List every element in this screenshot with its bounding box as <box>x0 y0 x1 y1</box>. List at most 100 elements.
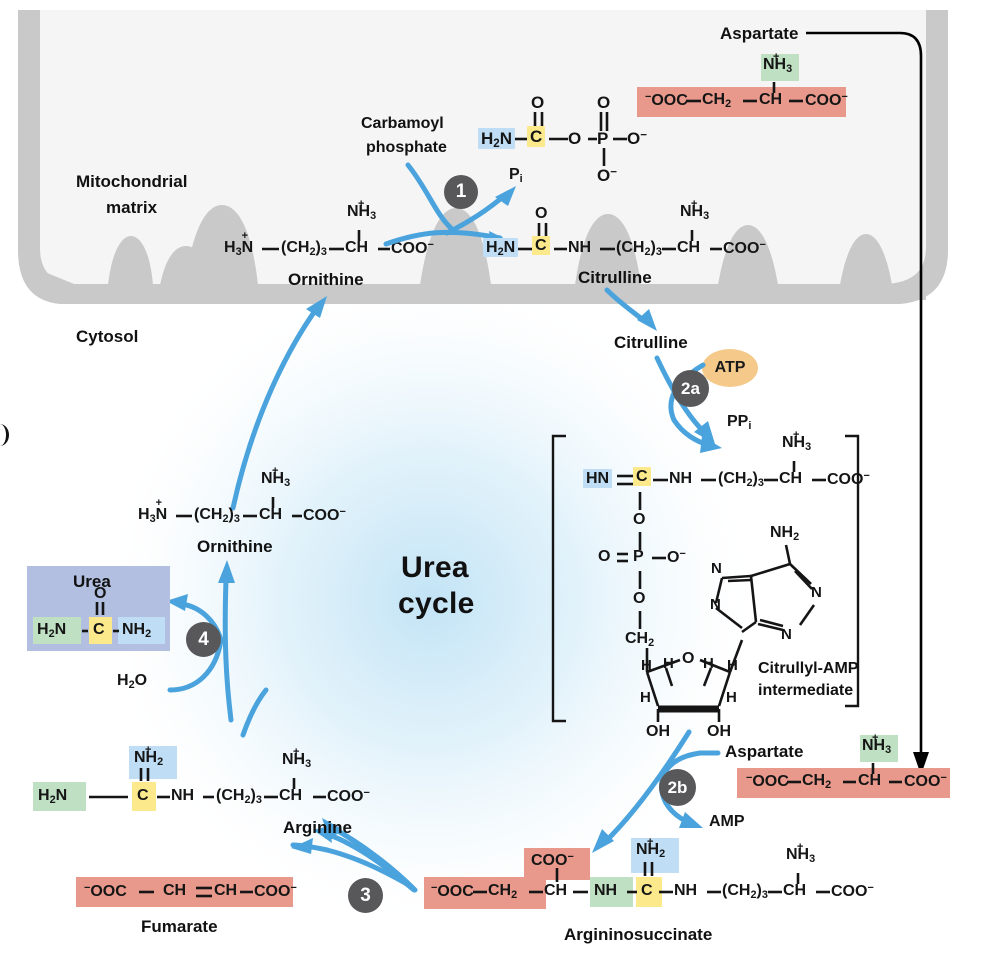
fumarate-ch-right: CH <box>214 882 238 899</box>
urea-c: C <box>93 621 105 638</box>
asp2-coo-atom: COO <box>904 773 941 791</box>
arginine-ch: CH <box>279 787 303 804</box>
arg-coo-charge: − <box>363 787 370 799</box>
fum-ooc-left-charge: − <box>84 882 91 894</box>
citrulline-matrix-c: C <box>532 236 550 255</box>
arginine-h2n: H2N <box>38 787 67 806</box>
citrullyl-o2: O <box>633 590 646 607</box>
aspartate-ooc-atom: OOC <box>651 92 688 110</box>
argininosuccinate-nh2-highlight <box>631 838 679 873</box>
h2n-h: H <box>481 129 494 148</box>
adenine-n9: N <box>710 596 721 613</box>
ribose-oh-left: OH <box>646 723 670 740</box>
carbamoyl-c-atom: C <box>527 126 546 147</box>
arginine-nh3: +NH3 <box>282 746 311 770</box>
citrullyl-ch2-close: ) <box>752 470 758 487</box>
argsucc-ooc-charge: − <box>431 882 438 894</box>
urea-h2n-highlight <box>33 617 81 644</box>
urea-nh2: NH2 <box>122 621 151 640</box>
argsucc-nh2: +NH2 <box>636 836 665 860</box>
citrullyl-ch2-sub: 2 <box>746 477 753 490</box>
carbamoyl-p: P <box>597 129 609 148</box>
asp2-ooc-atom: OOC <box>752 773 789 791</box>
aspartate-top-ch: CH <box>759 91 783 108</box>
asp2-nh3-sub: 3 <box>885 744 892 757</box>
o-right-atom: O <box>627 129 641 148</box>
arginine-c-highlight <box>132 782 156 811</box>
aspartate-top-nh3: +NH3 <box>763 51 792 75</box>
urea-nh2-sub: 2 <box>145 628 152 641</box>
carbamoyl-c: C <box>527 126 546 147</box>
aspartate-nh3-charge: + <box>773 51 780 63</box>
argsucc-ch2-sub: 2 <box>511 889 518 902</box>
atp-label: ATP <box>714 359 746 376</box>
arg-h2n-h: H <box>38 787 50 804</box>
asp2-ch2-sub: 2 <box>825 779 832 792</box>
ribose-h-mid-right: H <box>703 655 714 672</box>
argsucc-nh2-atom: NH <box>636 841 660 858</box>
urea-h2n-h: H <box>37 621 49 638</box>
cit-n: N <box>503 239 516 256</box>
carbamoyl-o-bottom: O− <box>597 166 617 186</box>
urea-o: O <box>94 585 107 602</box>
arg-coo-atom: COO <box>327 788 364 806</box>
cytosol-label: Cytosol <box>76 327 139 346</box>
water-h: H <box>117 672 129 689</box>
aspartate-bottom-label: Aspartate <box>725 742 804 761</box>
citrullyl-c-atom: C <box>633 467 651 486</box>
step-1-label: 1 <box>455 181 467 202</box>
argsucc-coo-top: COO− <box>531 851 574 870</box>
aspartate-bottom-ooc: −OOC <box>746 772 789 791</box>
citrullyl-p: P <box>633 548 644 565</box>
water-o: O <box>134 672 148 689</box>
carbamoyl-o-right: O− <box>627 129 647 149</box>
arg-ch23-n: 3 <box>255 794 262 807</box>
orn-nh3-sub: 3 <box>370 210 377 223</box>
argsucc-coo-top-atom: COO <box>531 852 568 870</box>
argsucc-c: C <box>641 882 653 899</box>
pi-sub: i <box>519 173 523 186</box>
aspartate-coo-atom: COO <box>805 92 842 110</box>
citrullyl-nh: NH <box>669 470 693 487</box>
asp2-nh3-atom: NH <box>862 737 886 754</box>
arg-nh3-charge: + <box>293 746 300 758</box>
citrullyl-coo: COO− <box>827 470 870 489</box>
argsucc-ch: CH <box>544 882 568 899</box>
citrullyl-nh3-atom: NH <box>782 434 806 451</box>
citrullyl-nh3: +NH3 <box>782 429 811 453</box>
ornithine-cytosol-ch2: (CH2)3 <box>194 506 240 525</box>
ribose-ring-o: O <box>682 650 695 667</box>
adenine-nh2: NH2 <box>770 524 799 543</box>
orn2-coo-charge: − <box>339 506 346 518</box>
argsucc-coo-top-charge: − <box>567 851 574 863</box>
step-4-circle: 4 <box>186 622 221 657</box>
urea-h2n-n: N <box>54 621 67 638</box>
orn2-ch2-n: 3 <box>233 513 240 526</box>
adenine-n7: N <box>711 560 722 577</box>
fumarate-ch-left: CH <box>163 882 187 899</box>
pi-label: Pi <box>509 166 523 185</box>
argsucc-ooc-atom: OOC <box>437 883 474 901</box>
citrullyl-ch2: CH2 <box>625 630 654 649</box>
aspartate-top-ooc: −OOC <box>645 91 688 110</box>
arg-h2n-n: N <box>55 787 68 804</box>
cit-coo: COO <box>723 240 760 258</box>
adenine-n1: N <box>811 584 822 601</box>
arginine-ch2-3: (CH2)3 <box>216 787 262 806</box>
step-4-label: 4 <box>198 628 209 650</box>
cit-ch2-n: 3 <box>655 246 662 259</box>
ornithine-cytosol-h3n: H3+N <box>138 497 167 525</box>
citrulline-matrix-ch2: (CH2)3 <box>616 239 662 258</box>
ornithine-matrix-ch: CH <box>345 239 369 256</box>
arg-nh3-atom: NH <box>282 751 306 768</box>
aspartate-bottom-coo: COO− <box>904 772 947 791</box>
orn-h-sub: 3 <box>235 246 242 259</box>
asp2-ch2-atom: CH <box>802 772 826 789</box>
cit-ch2-sub: 2 <box>644 246 651 259</box>
